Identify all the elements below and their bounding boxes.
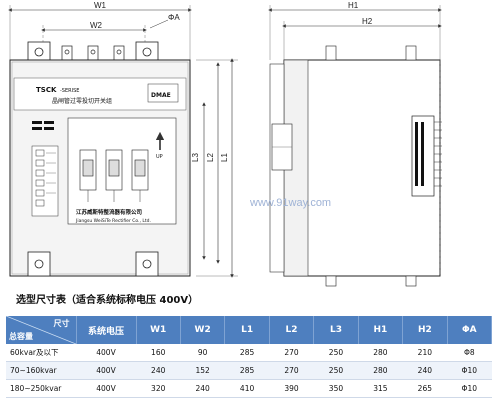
- technical-drawing: W1 W2 ΦA TSCK -SERISE: [8, 1, 442, 287]
- front-view: W1 W2 ΦA TSCK -SERISE: [8, 1, 238, 278]
- panel-cn-title: 晶闸管过零投切开关组: [52, 97, 112, 105]
- corner-bottom-label: 总容量: [9, 332, 33, 341]
- table-cell: Φ10: [447, 379, 492, 398]
- table-cell: 250: [313, 361, 359, 380]
- table-cell: Φ8: [447, 344, 492, 362]
- col-header: L1: [224, 316, 270, 344]
- table-cell: 250: [313, 344, 359, 362]
- panel-model: TSCK: [36, 86, 57, 94]
- table-cell: 390: [269, 379, 314, 398]
- corner-top-label: 尺寸: [53, 319, 70, 328]
- table-cell: 265: [402, 379, 448, 398]
- dim-w1-label: W1: [94, 1, 107, 10]
- table-cell: 240: [402, 361, 448, 380]
- table-cell: 400V: [76, 344, 136, 362]
- table-cell: Φ10: [447, 361, 492, 380]
- table-cell: 285: [224, 344, 270, 362]
- watermark-text: www.91way.com: [249, 197, 331, 209]
- col-header: ΦA: [447, 316, 493, 344]
- table-title: 选型尺寸表（适合系统标称电压 400V）: [16, 295, 199, 306]
- table-cell: 90: [180, 344, 225, 362]
- table-cell: 410: [224, 379, 270, 398]
- dim-w2-label: W2: [90, 21, 103, 30]
- table-cell: 280: [358, 344, 403, 362]
- table-cell: 400V: [76, 361, 136, 380]
- table-cell: 152: [180, 361, 225, 380]
- table-row: 60kvar及以下 400V 160 90 285 270 250 280 21…: [6, 344, 492, 362]
- table-cell: 240: [180, 379, 225, 398]
- dim-l1-label: L1: [220, 153, 229, 162]
- col-header: L2: [269, 316, 315, 344]
- corner-diagonal: [6, 316, 76, 344]
- dim-l3-label: L3: [191, 153, 200, 162]
- table-cell: 320: [136, 379, 181, 398]
- dim-h2-label: H2: [362, 17, 373, 26]
- table-cell: 180~250kvar: [6, 379, 76, 398]
- dim-l2-label: L2: [206, 153, 215, 162]
- company-cn: 江苏威斯特整流器有限公司: [76, 208, 142, 216]
- panel-series: -SERISE: [60, 88, 79, 94]
- table-cell: 350: [313, 379, 359, 398]
- table-cell: 400V: [76, 379, 136, 398]
- corner-header: 尺寸 总容量: [6, 316, 77, 344]
- col-header: H1: [358, 316, 404, 344]
- table-cell: 270: [269, 344, 314, 362]
- table-header-row: 尺寸 总容量 系统电压 W1 W2 L1 L2 L3 H1 H2 ΦA: [6, 316, 493, 344]
- table-cell: 315: [358, 379, 403, 398]
- table-row: 70~160kvar 400V 240 152 285 270 250 280 …: [6, 361, 492, 380]
- spec-table: 尺寸 总容量 系统电压 W1 W2 L1 L2 L3 H1 H2 ΦA 60kv…: [6, 316, 493, 398]
- table-cell: 285: [224, 361, 270, 380]
- side-view: H1 H2: [268, 1, 442, 287]
- col-header: 系统电压: [76, 316, 137, 344]
- table-cell: 160: [136, 344, 181, 362]
- dim-phi-a-label: ΦA: [168, 13, 180, 22]
- company-en: Jiangsu WeiSiTe Rectifier Co., Ltd.: [75, 218, 151, 224]
- table-cell: 240: [136, 361, 181, 380]
- brand-logo: DMAE: [151, 92, 171, 99]
- table-cell: 60kvar及以下: [6, 344, 76, 362]
- col-header: L3: [313, 316, 359, 344]
- col-header: H2: [402, 316, 448, 344]
- col-header: W2: [180, 316, 226, 344]
- col-header: W1: [136, 316, 181, 344]
- table-cell: 210: [402, 344, 448, 362]
- table-cell: 280: [358, 361, 403, 380]
- table-cell: 270: [269, 361, 314, 380]
- table-row: 180~250kvar 400V 320 240 410 390 350 315…: [6, 379, 492, 398]
- up-label: UP: [156, 154, 163, 160]
- table-cell: 70~160kvar: [6, 361, 76, 380]
- dim-h1-label: H1: [348, 1, 359, 10]
